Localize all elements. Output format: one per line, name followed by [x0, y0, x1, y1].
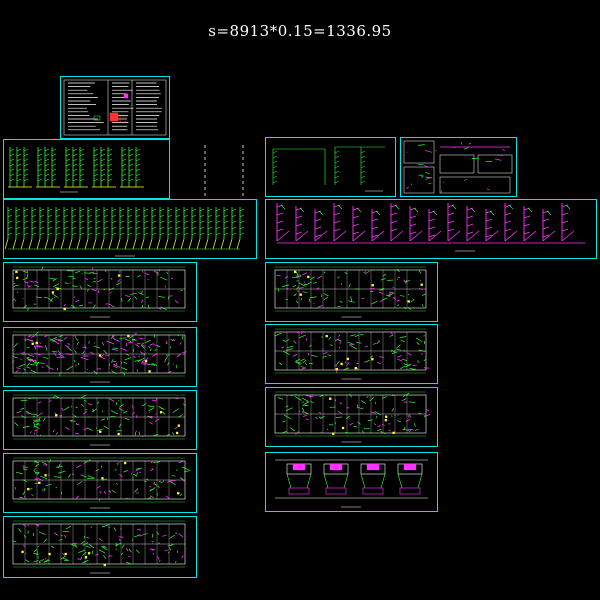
sheet-floor-plan-1 [3, 262, 197, 322]
sheet-detail-sheet [400, 137, 517, 197]
sheet-riser-diagram-a [3, 139, 170, 199]
sheet-floor-plan-4 [3, 453, 197, 513]
sheet-legend [60, 76, 170, 139]
sheet-floor-plan-8 [265, 387, 438, 447]
sheet-system-diagram-b [265, 199, 597, 259]
drawing-title: s=8913*0.15=1336.95 [208, 22, 392, 40]
sheet-floor-plan-5 [3, 516, 197, 578]
sheet-floor-plan-2 [3, 327, 197, 387]
sheet-floor-plan-9 [265, 452, 438, 512]
sheet-system-diagram-a [265, 137, 396, 197]
sheet-floor-plan-3 [3, 390, 197, 450]
sheet-floor-plan-7 [265, 324, 438, 384]
sheet-riser-diagram-b [3, 199, 257, 259]
sheet-floor-plan-6 [265, 262, 438, 322]
